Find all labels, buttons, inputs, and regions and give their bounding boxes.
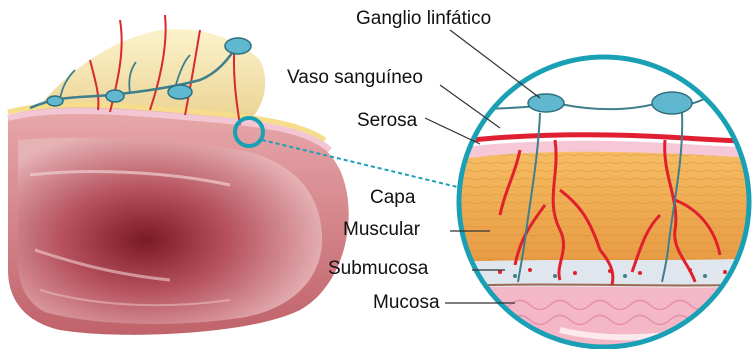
lymph-node-3 [106, 90, 124, 102]
lymph-node-1 [225, 38, 251, 54]
intestine-segment [8, 15, 349, 335]
magnified-node-left [528, 94, 564, 112]
label-mucosa: Mucosa [373, 292, 440, 314]
lymph-node-2 [168, 85, 192, 99]
label-ganglio: Ganglio linfático [356, 8, 491, 30]
label-muscular: Muscular [343, 219, 420, 241]
label-capa: Capa [370, 187, 415, 209]
lymph-node-4 [47, 96, 63, 106]
label-vaso: Vaso sanguíneo [287, 67, 423, 89]
label-serosa: Serosa [357, 110, 417, 132]
magnified-node-right [652, 92, 692, 114]
label-submucosa: Submucosa [328, 258, 428, 280]
